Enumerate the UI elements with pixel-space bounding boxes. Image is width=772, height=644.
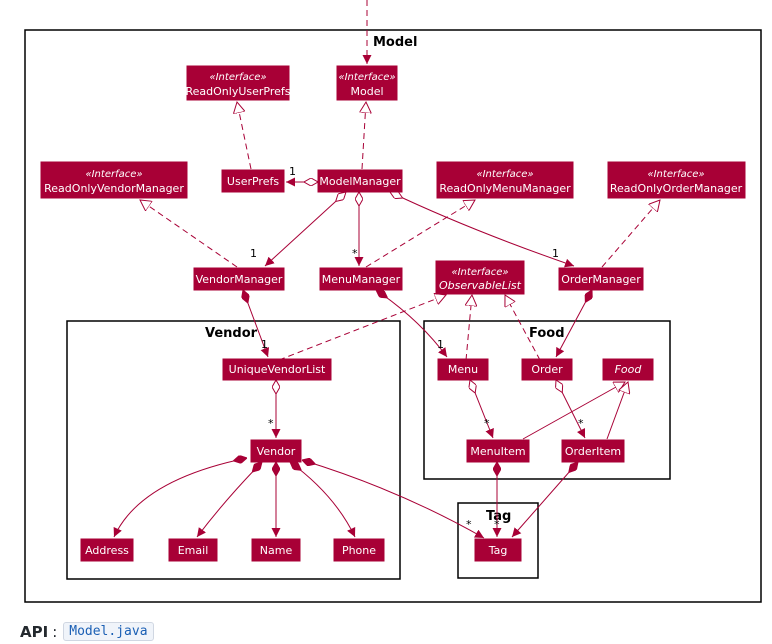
api-label: API — [20, 622, 49, 641]
class-observable-list[interactable]: «Interface» ObservableList — [435, 260, 525, 295]
class-tag[interactable]: Tag — [474, 538, 522, 562]
ordermanager-order-link — [555, 290, 592, 358]
class-name: ReadOnlyMenuManager — [439, 182, 571, 195]
stereotype-label: «Interface» — [451, 267, 508, 278]
multiplicity-tag-items: * — [494, 518, 500, 531]
class-name: Model — [350, 85, 383, 98]
class-name: Email — [178, 544, 209, 557]
class-read-only-order-manager[interactable]: «Interface» ReadOnlyOrderManager — [607, 161, 746, 199]
multiplicity-menumanager: * — [352, 247, 358, 260]
order-orderitem-link — [556, 380, 586, 439]
class-name: Food — [615, 363, 643, 376]
multiplicity-uniquevendorlist: 1 — [261, 338, 268, 351]
multiplicity-menu: 1 — [437, 338, 444, 351]
orderitem-extends-food — [606, 382, 628, 440]
class-name: ReadOnlyUserPrefs — [186, 85, 291, 98]
model-java-link[interactable]: Model.java — [63, 622, 154, 641]
class-model-manager[interactable]: ModelManager — [317, 169, 403, 193]
class-read-only-user-prefs[interactable]: «Interface» ReadOnlyUserPrefs — [186, 65, 291, 101]
class-name: Vendor — [257, 445, 296, 458]
class-name: Tag — [488, 544, 508, 557]
class-address[interactable]: Address — [80, 538, 134, 562]
order-realizes-observablelist — [505, 295, 541, 361]
class-read-only-vendor-manager[interactable]: «Interface» ReadOnlyVendorManager — [40, 161, 188, 199]
class-name: Name — [260, 544, 293, 557]
menu-realizes-observablelist — [466, 295, 472, 361]
class-order-item[interactable]: OrderItem — [561, 439, 625, 463]
class-name[interactable]: Name — [251, 538, 301, 562]
class-name: ReadOnlyVendorManager — [44, 182, 184, 195]
orderitem-tag-link — [511, 462, 578, 538]
class-name: OrderItem — [565, 445, 621, 458]
relationships — [113, 0, 660, 539]
class-diagram: Model Vendor Food Tag — [24, 0, 762, 603]
class-name: MenuItem — [470, 445, 525, 458]
multiplicity-vendormanager: 1 — [250, 247, 257, 260]
class-name: ReadOnlyOrderManager — [610, 182, 743, 195]
class-name: Phone — [342, 544, 376, 557]
class-name: MenuManager — [322, 273, 401, 286]
menumanager-menu-link — [376, 290, 448, 358]
vendor-phone-link — [290, 462, 356, 538]
class-model-interface[interactable]: «Interface» Model — [336, 65, 398, 101]
class-user-prefs[interactable]: UserPrefs — [221, 169, 285, 193]
class-order-manager[interactable]: OrderManager — [558, 267, 644, 291]
stereotype-label: «Interface» — [647, 169, 704, 180]
class-name: ObservableList — [439, 279, 522, 292]
vendor-email-link — [196, 462, 262, 538]
menu-menuitem-link — [470, 380, 493, 439]
package-model-title: Model — [373, 35, 417, 50]
class-vendor[interactable]: Vendor — [250, 439, 302, 463]
class-name: Order — [531, 363, 563, 376]
package-food-title: Food — [529, 326, 565, 341]
class-email[interactable]: Email — [168, 538, 218, 562]
package-vendor-title: Vendor — [205, 326, 258, 341]
class-name: VendorManager — [196, 273, 283, 286]
vendormanager-uniquevendorlist-link — [243, 290, 268, 358]
multiplicity-menuitem: * — [484, 417, 490, 430]
class-food[interactable]: Food — [602, 358, 654, 381]
class-menu-item[interactable]: MenuItem — [466, 439, 530, 463]
api-separator: : — [52, 622, 58, 641]
stereotype-label: «Interface» — [338, 72, 395, 83]
class-vendor-manager[interactable]: VendorManager — [193, 267, 285, 291]
multiplicity-labels: 1 1 * 1 1 * 1 * * * * — [250, 165, 584, 531]
vendor-tag-link — [302, 460, 485, 539]
modelmanager-ordermanager-link — [390, 192, 575, 266]
class-name: Address — [85, 544, 129, 557]
userprefs-realizes-readonlyuserprefs — [237, 102, 252, 170]
class-name: UserPrefs — [227, 175, 279, 188]
modelmanager-vendormanager-link — [264, 192, 346, 267]
vendormanager-realizes-readonly — [140, 200, 238, 268]
class-menu-manager[interactable]: MenuManager — [319, 267, 403, 291]
package-model: Model — [24, 29, 762, 603]
package-food: Food — [423, 320, 671, 480]
stereotype-label: «Interface» — [209, 72, 266, 83]
api-footer: API : Model.java — [20, 622, 154, 641]
multiplicity-vendor: * — [268, 417, 274, 430]
class-read-only-menu-manager[interactable]: «Interface» ReadOnlyMenuManager — [436, 161, 574, 199]
multiplicity-ordermanager: 1 — [552, 247, 559, 260]
class-name: Menu — [448, 363, 478, 376]
class-name: OrderManager — [561, 273, 641, 286]
ordermanager-realizes-readonly — [601, 200, 660, 268]
class-menu[interactable]: Menu — [437, 358, 489, 381]
stereotype-label: «Interface» — [85, 169, 142, 180]
multiplicity-orderitem: * — [578, 417, 584, 430]
menumanager-realizes-readonly — [365, 200, 475, 268]
stereotype-label: «Interface» — [476, 169, 533, 180]
vendor-address-link — [113, 458, 247, 538]
modelmanager-realizes-model — [362, 102, 366, 170]
multiplicity-tag-vendor: * — [466, 518, 472, 531]
class-name: ModelManager — [319, 175, 401, 188]
multiplicity-userprefs: 1 — [289, 165, 296, 178]
class-order[interactable]: Order — [521, 358, 573, 381]
class-phone[interactable]: Phone — [333, 538, 385, 562]
class-unique-vendor-list[interactable]: UniqueVendorList — [222, 358, 332, 381]
class-name: UniqueVendorList — [229, 363, 326, 376]
uniquevendorlist-realizes-observablelist — [278, 295, 446, 361]
